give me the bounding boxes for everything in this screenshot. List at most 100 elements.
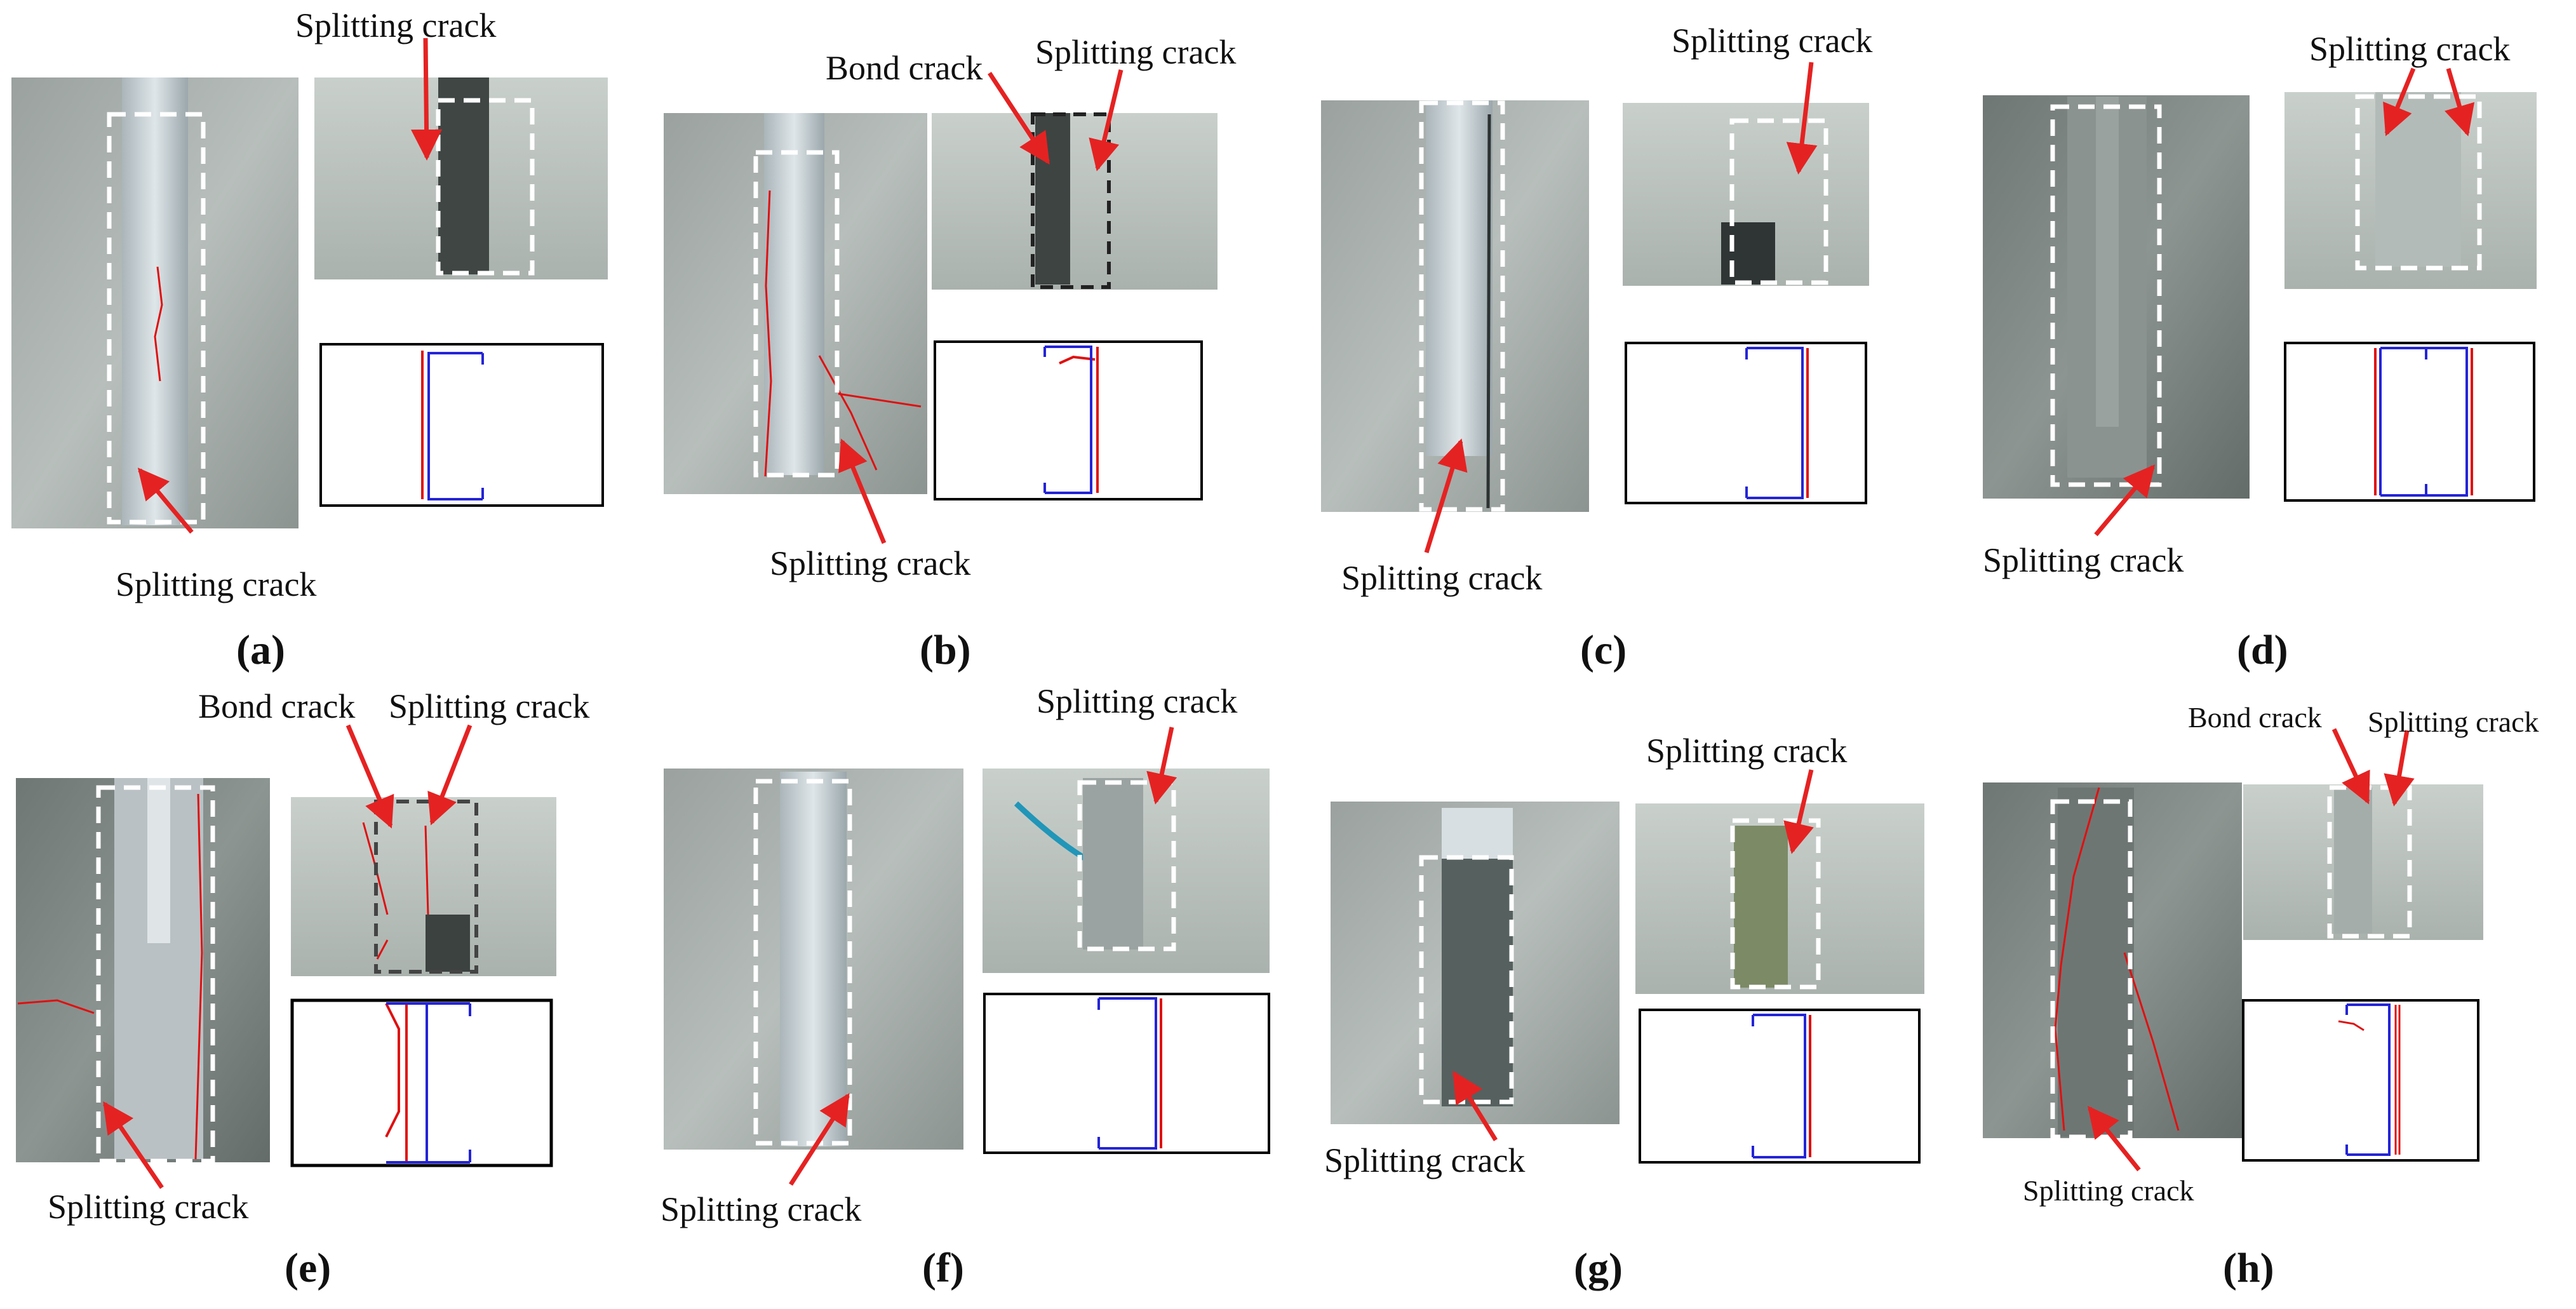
schematic-steel (1745, 347, 1804, 499)
specimen-photo-top (291, 797, 556, 976)
arrow (1424, 438, 1468, 554)
crack-line (1486, 114, 1491, 509)
annotation-label: Bond crack (2188, 701, 2322, 734)
arrow (137, 467, 194, 534)
slot-opening (1734, 826, 1788, 988)
dashed-box (1419, 100, 1505, 512)
arrow (2087, 1106, 2141, 1172)
panel-label: (e) (285, 1245, 331, 1291)
panel-g: Splitting crack Splitting crack (g) (1324, 732, 1924, 1291)
dashed-box (374, 800, 478, 974)
annotation-label: Splitting crack (2368, 706, 2539, 738)
slot-opening (2334, 788, 2372, 934)
arrow (1089, 69, 1124, 171)
annotation-label: Bond crack (826, 49, 983, 87)
specimen-photo-top (932, 113, 1218, 290)
arrow (1786, 62, 1818, 175)
steel-plate-inner (2096, 97, 2119, 427)
panel-label: (b) (920, 627, 971, 673)
dashed-box (2050, 799, 2133, 1139)
panel-label: (c) (1580, 627, 1627, 673)
arrow (345, 724, 394, 829)
dashed-box (1031, 112, 1111, 289)
crack-schematic (2242, 999, 2479, 1162)
annotation-label: Splitting crack (1341, 559, 1542, 597)
annotation-label: Splitting crack (1036, 682, 1237, 720)
dashed-box (2355, 94, 2482, 271)
arrow (2331, 728, 2370, 805)
arrow (1452, 1070, 1498, 1141)
panel-label: (f) (922, 1245, 964, 1291)
steel-plate (780, 772, 847, 1146)
arrow (838, 438, 887, 544)
schematic-steel (386, 1002, 471, 1164)
panel-a: Splitting crack Splitting crack (a) (11, 6, 608, 673)
dashed-box (96, 785, 215, 1164)
crack-line (154, 266, 163, 382)
schematic-steel (427, 352, 484, 500)
panel-label: (h) (2223, 1245, 2274, 1291)
dashed-box (753, 150, 840, 478)
slot-opening (1035, 113, 1070, 285)
slot-opening (1721, 222, 1775, 285)
arrow (789, 1092, 850, 1186)
arrow (988, 72, 1050, 165)
panel-label: (d) (2237, 627, 2288, 673)
arrow (1783, 769, 1814, 854)
steel-plate (1426, 100, 1493, 456)
steel-plate-inner (147, 778, 170, 943)
panel-h: Bond crack Splitting crack Splitting cra… (1983, 701, 2539, 1291)
dashed-box (107, 112, 206, 525)
panel-e: Bond crack Splitting crack Splitting cra… (16, 687, 589, 1291)
schematic-crack (2338, 1005, 2401, 1155)
arrow (1146, 727, 1177, 805)
crack-schematic (1639, 1009, 1921, 1164)
annotation-label: Splitting crack (116, 565, 316, 603)
slot-opening (438, 77, 489, 274)
annotation-label: Splitting crack (1646, 732, 1847, 770)
panel-c: Splitting crack Splitting crack (c) (1321, 22, 1872, 673)
schematic-steel (2345, 1004, 2391, 1156)
steel-plate (2058, 788, 2134, 1137)
arrow (2094, 464, 2156, 537)
annotation-label: Splitting crack (1983, 541, 2184, 579)
crack-schematic (319, 343, 604, 507)
slot-opening (426, 915, 470, 972)
annotation-label: Splitting crack (1324, 1141, 1525, 1179)
crack-line (2054, 787, 2180, 1131)
arrow (2384, 730, 2415, 807)
dashed-box (436, 98, 535, 276)
annotation-label: Bond crack (198, 687, 355, 725)
dashed-box (1077, 780, 1176, 951)
schematic-crack (1059, 347, 1099, 493)
panel-d: Splitting crack Splitting crack (d) (1983, 30, 2537, 673)
arrow (427, 724, 473, 826)
schematic-steel (1043, 346, 1092, 494)
dashed-box (1419, 855, 1514, 1104)
arrow (411, 37, 443, 161)
annotation-label: Splitting crack (48, 1188, 248, 1226)
crack-line (17, 793, 203, 1160)
crack-schematic (983, 993, 1270, 1154)
dashed-box (2050, 104, 2162, 487)
steel-plate (764, 113, 824, 475)
annotation-label: Splitting crack (2023, 1174, 2194, 1207)
annotation-label: Splitting crack (1035, 33, 1236, 71)
crack-line (764, 190, 922, 477)
arrow (2445, 68, 2475, 137)
schematic-steel (1097, 997, 1157, 1150)
crack-schematic (290, 998, 553, 1167)
slot-opening (1083, 778, 1143, 950)
crack-schematic (1625, 342, 1867, 504)
crack-schematic (934, 340, 1203, 500)
arrow (103, 1101, 164, 1189)
schematic-crack (385, 1003, 408, 1162)
panel-b: Bond crack Splitting crack Splitting cra… (664, 33, 1236, 673)
panel-f: Splitting crack Splitting crack (f) (661, 682, 1270, 1291)
schematic-steel (2379, 347, 2468, 497)
annotation-label: Splitting crack (770, 544, 970, 582)
crack-schematic (2284, 342, 2535, 502)
annotation-label: Splitting crack (661, 1190, 861, 1228)
annotation-label: Splitting crack (389, 687, 589, 725)
